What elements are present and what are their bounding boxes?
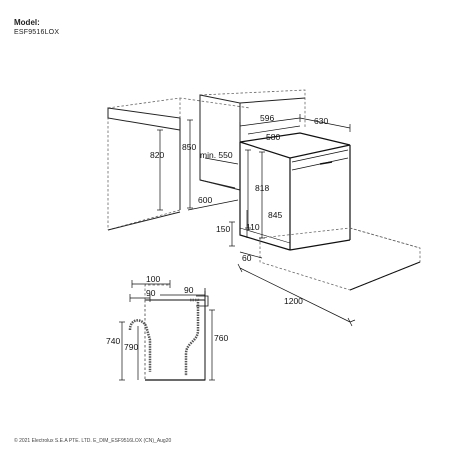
dim-110: 110 [246,222,260,232]
model-code: ESF9516LOX [14,29,60,36]
dishwasher [239,132,351,251]
dim-150: 150 [216,224,230,234]
dim-60: 60 [242,253,252,263]
floor-area [259,227,421,291]
dim-100: 100 [146,274,160,284]
dim-850: 850 [182,142,196,152]
dim-845: 845 [268,210,282,220]
dim-min-550: min. 550 [200,150,233,160]
model-label: Model: [14,18,40,27]
copyright-footer: © 2021 Electrolux S.E.A PTE. LTD. E_DIM_… [14,438,172,444]
dim-790: 790 [124,342,138,352]
dim-600: 600 [198,195,212,205]
dim-818: 818 [255,183,269,193]
dim-1200: 1200 [284,296,303,306]
counter-outline [107,89,306,231]
dim-630: 630 [314,116,328,126]
dim-596: 596 [260,113,274,123]
dim-90-right: 90 [184,285,194,295]
dim-90-left: 90 [146,288,156,298]
dim-740: 740 [106,336,120,346]
drain-dimension-lines [119,280,215,381]
dimension-lines [157,114,356,327]
dim-760: 760 [214,333,228,343]
dim-820: 820 [150,150,164,160]
dim-580: 580 [266,132,280,142]
drain-detail [128,284,209,381]
